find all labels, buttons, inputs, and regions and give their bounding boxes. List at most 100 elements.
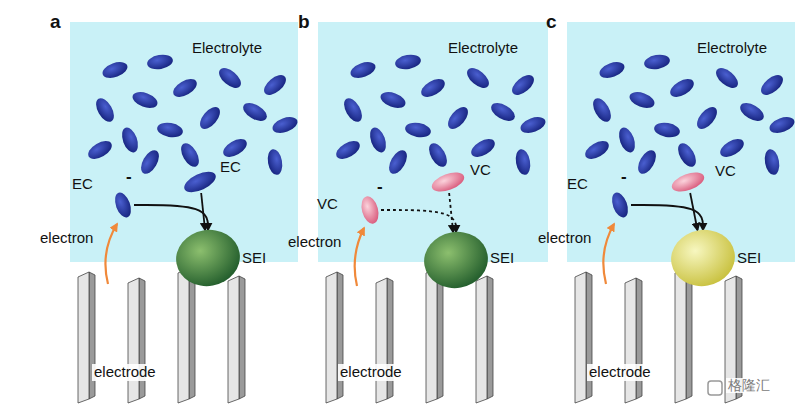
plate-side xyxy=(686,268,692,399)
electrode-label: electrode xyxy=(338,364,404,381)
node-shape xyxy=(176,230,240,286)
molecule-label: VC xyxy=(715,163,736,180)
reaction-arrow xyxy=(690,193,697,230)
electrode-plate xyxy=(78,272,95,403)
node-ellipse xyxy=(669,169,706,196)
watermark: 格隆汇 xyxy=(726,378,772,393)
solvent-molecule xyxy=(394,53,422,71)
solvent-molecule xyxy=(261,71,290,98)
solvent-molecule xyxy=(418,75,448,100)
solvent-molecule xyxy=(137,147,162,177)
electrode-plate xyxy=(326,272,343,403)
solvent-molecule xyxy=(270,114,299,136)
ec-anion: EC- xyxy=(112,190,134,220)
node-ellipse xyxy=(112,190,134,219)
plate-face xyxy=(376,278,387,403)
molecule-label: EC xyxy=(220,159,241,176)
electron-arrow xyxy=(105,224,117,284)
node-shape xyxy=(671,230,735,286)
plate-face xyxy=(476,276,487,403)
node-ellipse xyxy=(420,227,493,293)
solvent-molecule xyxy=(385,147,410,177)
electrolyte-region xyxy=(567,22,795,262)
solvent-molecule xyxy=(674,140,699,170)
solvent-molecule xyxy=(196,104,223,133)
charge-sign: - xyxy=(126,168,132,187)
region-label: Electrolyte xyxy=(448,40,518,57)
node-ellipse xyxy=(181,168,219,197)
plate-side xyxy=(387,278,393,399)
molecule-label: SEI xyxy=(490,250,514,267)
reaction-arrow xyxy=(449,193,453,232)
solvent-molecule xyxy=(582,137,612,162)
vc-molecule: VC xyxy=(670,171,706,193)
electron-label: electron xyxy=(538,230,591,247)
solvent-molecule xyxy=(713,64,742,91)
solvent-molecule xyxy=(92,95,117,125)
solvent-molecule xyxy=(488,99,518,124)
solvent-molecule xyxy=(444,104,471,133)
plate-side xyxy=(239,276,245,399)
plate-face xyxy=(78,272,89,403)
molecule-label: VC xyxy=(317,196,338,213)
node-ellipse xyxy=(667,225,740,291)
plate-face xyxy=(326,272,337,403)
solvent-molecule xyxy=(220,135,250,160)
solvent-molecule xyxy=(597,59,626,81)
electrode-plate xyxy=(625,278,642,403)
sei-layer: SEI xyxy=(671,230,735,286)
electrode-plate xyxy=(128,278,145,403)
electrode-plate xyxy=(426,268,443,403)
node-shape xyxy=(670,171,706,193)
molecule-label: VC xyxy=(470,162,491,179)
solvent-molecule xyxy=(518,114,547,136)
plate-side xyxy=(636,278,642,399)
electrolyte-region xyxy=(70,22,298,262)
solvent-molecule xyxy=(348,59,377,81)
solvent-molecule xyxy=(119,125,141,154)
node-shape xyxy=(430,171,466,193)
ec-anion: EC- xyxy=(609,190,631,220)
electron-arrow xyxy=(603,224,614,284)
solvent-molecule xyxy=(717,135,747,160)
plate-side xyxy=(437,268,443,399)
vc-anion: VC- xyxy=(359,195,381,225)
plate-face xyxy=(625,278,636,403)
molecule-label: EC xyxy=(72,176,93,193)
region-label: Electrolyte xyxy=(697,40,767,57)
charge-sign: - xyxy=(377,178,383,197)
plate-face xyxy=(128,278,139,403)
solvent-molecule xyxy=(146,53,174,71)
electrolyte-region xyxy=(318,22,548,262)
solvent-molecule xyxy=(425,140,450,170)
solvent-molecule xyxy=(653,121,681,139)
solvent-molecule xyxy=(404,121,432,139)
electron-label: electron xyxy=(288,234,341,251)
solvent-molecule xyxy=(130,89,159,111)
molecule-label: SEI xyxy=(242,250,266,267)
node-ellipse xyxy=(429,169,466,196)
solvent-molecule xyxy=(767,114,796,136)
node-shape xyxy=(182,171,218,193)
electrode-label: electrode xyxy=(92,364,158,381)
solvent-molecule xyxy=(763,148,781,176)
vc-molecule: VC xyxy=(430,171,466,193)
reaction-arrow xyxy=(201,193,205,230)
solvent-molecule xyxy=(693,104,720,133)
solvent-molecule xyxy=(616,125,638,154)
ec-molecule: EC xyxy=(182,171,218,193)
charge-sign: - xyxy=(621,168,627,187)
solvent-molecule xyxy=(468,135,498,160)
electrode-plate xyxy=(376,278,393,403)
solvent-molecule xyxy=(643,53,671,71)
node-shape xyxy=(424,232,488,288)
plate-face xyxy=(228,276,239,403)
reaction-arrow xyxy=(631,205,703,230)
plate-face xyxy=(675,268,686,403)
solvent-molecule xyxy=(240,99,270,124)
solvent-molecule xyxy=(634,147,659,177)
solvent-molecule xyxy=(333,137,363,162)
electrode-plate xyxy=(476,276,493,403)
node-ellipse xyxy=(359,194,382,225)
plate-side xyxy=(189,268,195,399)
